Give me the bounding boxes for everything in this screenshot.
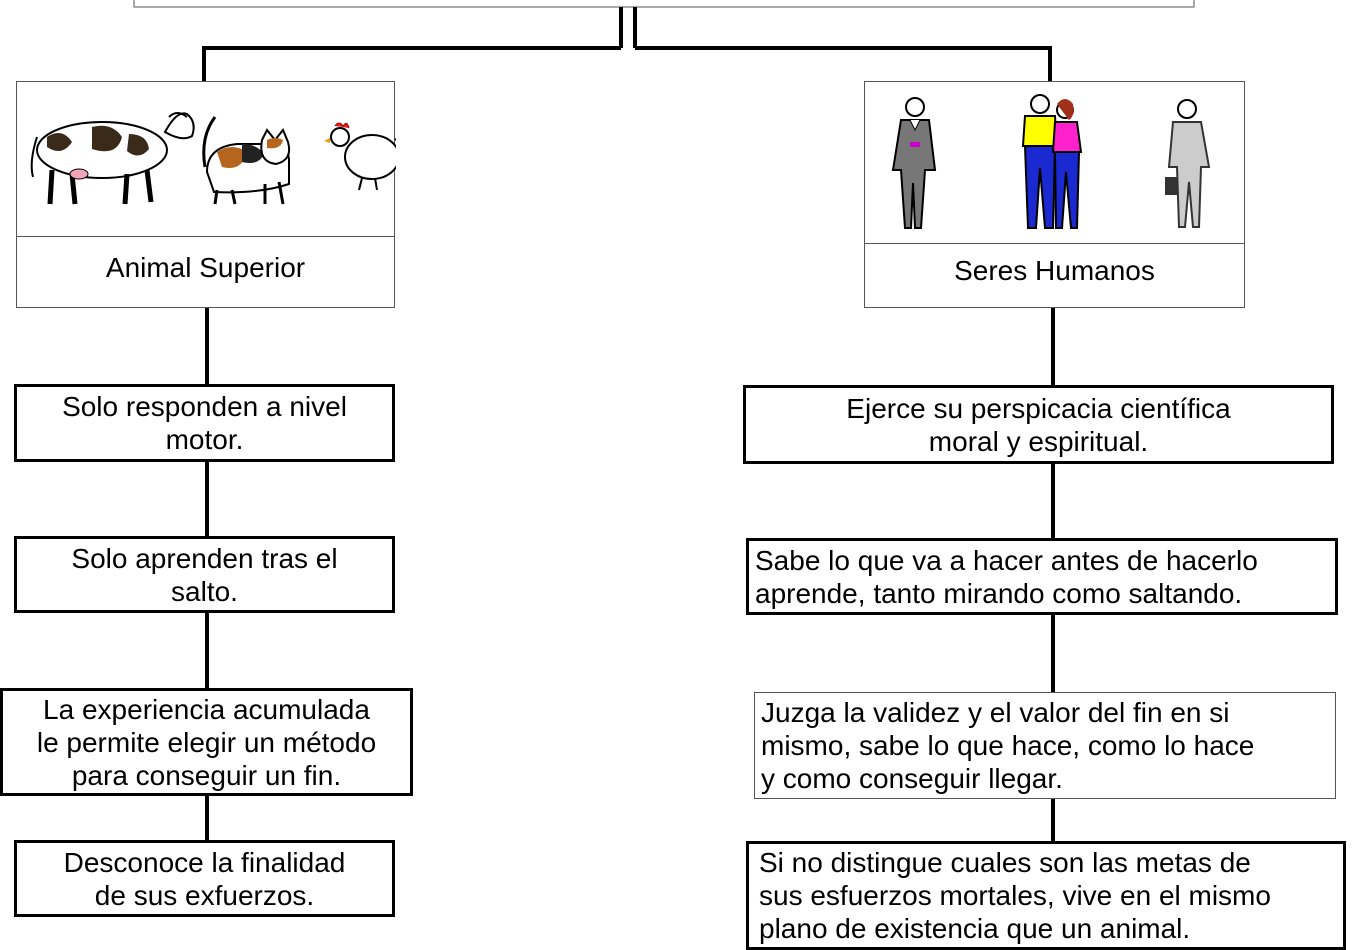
right-node-3: Juzga la validez y el valor del fin en s… bbox=[754, 692, 1336, 799]
panel-divider bbox=[865, 243, 1244, 244]
businessman-icon bbox=[1165, 99, 1211, 228]
hen-icon bbox=[324, 122, 396, 191]
humans-illustration bbox=[891, 94, 1211, 229]
couple-icon bbox=[1021, 94, 1083, 229]
man-suit-icon bbox=[891, 97, 937, 229]
animals-panel: Animal Superior bbox=[16, 81, 396, 308]
cow-icon bbox=[30, 112, 195, 205]
right-panel-title: Seres Humanos bbox=[954, 255, 1155, 286]
cat-icon bbox=[202, 116, 291, 205]
humans-panel: Seres Humanos bbox=[864, 81, 1245, 308]
left-panel-title: Animal Superior bbox=[105, 252, 306, 283]
panel-divider bbox=[17, 236, 394, 237]
animals-illustration bbox=[30, 112, 396, 205]
root-box bbox=[133, 0, 1195, 8]
